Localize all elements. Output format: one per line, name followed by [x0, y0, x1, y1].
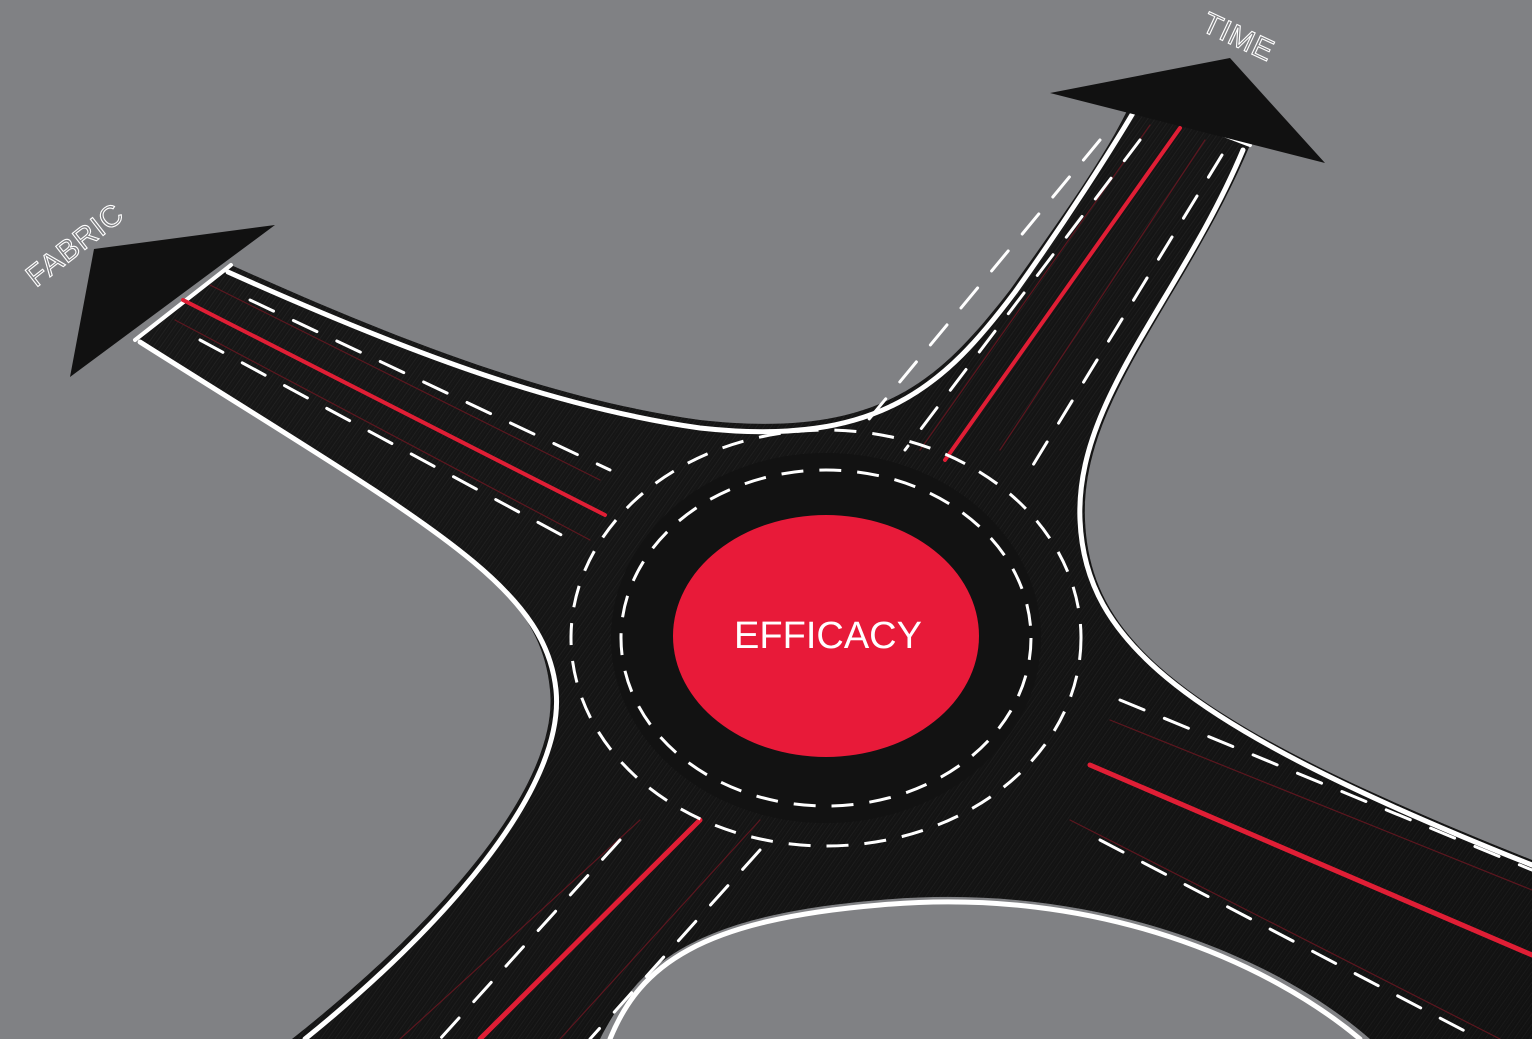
red-line-time-road — [943, 126, 1182, 462]
arrowheads — [70, 58, 1325, 377]
efficacy-circle — [673, 515, 979, 757]
fabric-arrowhead — [70, 225, 275, 377]
inner-dashed-ring — [619, 468, 1033, 808]
edge-line-bottom — [607, 899, 1363, 1039]
dash-fabric-1 — [198, 338, 582, 547]
red-line-fabric-road — [181, 298, 607, 517]
time-label: TIME — [1197, 6, 1280, 68]
red-lane-lines — [174, 124, 1532, 1039]
fabric-neck-outline — [133, 263, 233, 342]
dash-time-3 — [858, 138, 1102, 432]
edge-line-top-left — [225, 105, 1139, 435]
white-dashed-lane-lines — [198, 138, 1532, 1039]
road-edge-lines — [133, 98, 1532, 1039]
dash-right-1 — [1098, 838, 1482, 1039]
time-arrowhead — [1050, 58, 1325, 163]
red-line-right-road — [1087, 762, 1532, 958]
dash-bottom-1 — [588, 848, 762, 1039]
dash-right-2 — [1118, 698, 1532, 872]
efficacy-label: EFFICACY — [734, 615, 922, 657]
red-line-bottom-road — [477, 817, 703, 1039]
edge-line-top-right — [1077, 147, 1532, 868]
edge-line-left — [137, 339, 560, 1039]
outer-dashed-ring — [569, 428, 1083, 848]
dash-time-1 — [1028, 153, 1224, 472]
dash-time-2 — [903, 138, 1142, 452]
dash-fabric-2 — [248, 298, 612, 472]
